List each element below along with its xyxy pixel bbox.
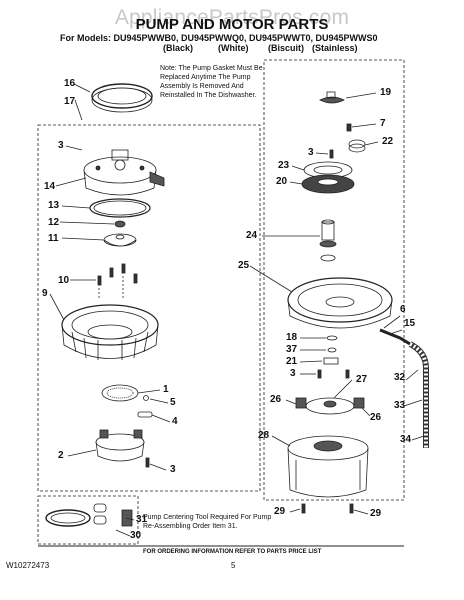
callout-25: 25 xyxy=(238,260,250,271)
callout-10: 10 xyxy=(58,275,70,286)
callout-6: 6 xyxy=(400,304,406,315)
models-line: For Models: DU945PWWB0, DU945PWWQ0, DU94… xyxy=(60,33,378,43)
color-white: (White) xyxy=(218,43,249,53)
callout-1: 1 xyxy=(163,384,169,395)
document-number: W10272473 xyxy=(6,561,50,570)
callout-3-right-mid: 3 xyxy=(290,368,296,379)
callout-19: 19 xyxy=(380,87,392,98)
callout-29-left: 29 xyxy=(274,506,286,517)
color-biscuit: (Biscuit) xyxy=(268,43,304,53)
callout-14: 14 xyxy=(44,181,56,192)
callout-22: 22 xyxy=(382,136,394,147)
callout-17: 17 xyxy=(64,96,76,107)
callout-13: 13 xyxy=(48,200,60,211)
callout-2: 2 xyxy=(58,450,64,461)
callout-30: 30 xyxy=(130,530,142,541)
color-stainless: (Stainless) xyxy=(312,43,358,53)
callout-18: 18 xyxy=(286,332,298,343)
callout-34: 34 xyxy=(400,434,412,445)
callout-4: 4 xyxy=(172,416,178,427)
ordering-info: FOR ORDERING INFORMATION REFER TO PARTS … xyxy=(143,549,322,555)
callout-28: 28 xyxy=(258,430,270,441)
callout-33: 33 xyxy=(394,400,406,411)
callout-5: 5 xyxy=(170,397,176,408)
callout-27: 27 xyxy=(356,374,368,385)
watermark: AppliancePartsPros.com xyxy=(114,6,350,29)
centering-tool-note: Pump Centering Tool Required For Pump Re… xyxy=(143,514,272,530)
callout-23: 23 xyxy=(278,160,290,171)
callout-31: 31 xyxy=(136,514,148,525)
callout-3-top-left: 3 xyxy=(58,140,64,151)
callout-24: 24 xyxy=(246,230,258,241)
callout-3-bottom-left: 3 xyxy=(170,464,176,475)
color-black: (Black) xyxy=(163,43,194,53)
callout-7: 7 xyxy=(380,118,386,129)
callout-9: 9 xyxy=(42,288,48,299)
callout-16: 16 xyxy=(64,78,76,89)
callout-21: 21 xyxy=(286,356,298,367)
callout-3-right-top: 3 xyxy=(308,147,314,158)
page-title: PUMP AND MOTOR PARTS xyxy=(135,16,329,33)
pump-gasket-note: Note: The Pump Gasket Must Be Replaced A… xyxy=(160,65,263,99)
callout-29-right: 29 xyxy=(370,508,382,519)
callout-26-left: 26 xyxy=(270,394,282,405)
callout-12: 12 xyxy=(48,217,60,228)
callout-15: 15 xyxy=(404,318,416,329)
callout-37: 37 xyxy=(286,344,298,355)
callout-26-right: 26 xyxy=(370,412,382,423)
callout-20: 20 xyxy=(276,176,288,187)
page-number: 5 xyxy=(231,561,236,570)
callout-11: 11 xyxy=(48,233,59,244)
callout-32: 32 xyxy=(394,372,406,383)
